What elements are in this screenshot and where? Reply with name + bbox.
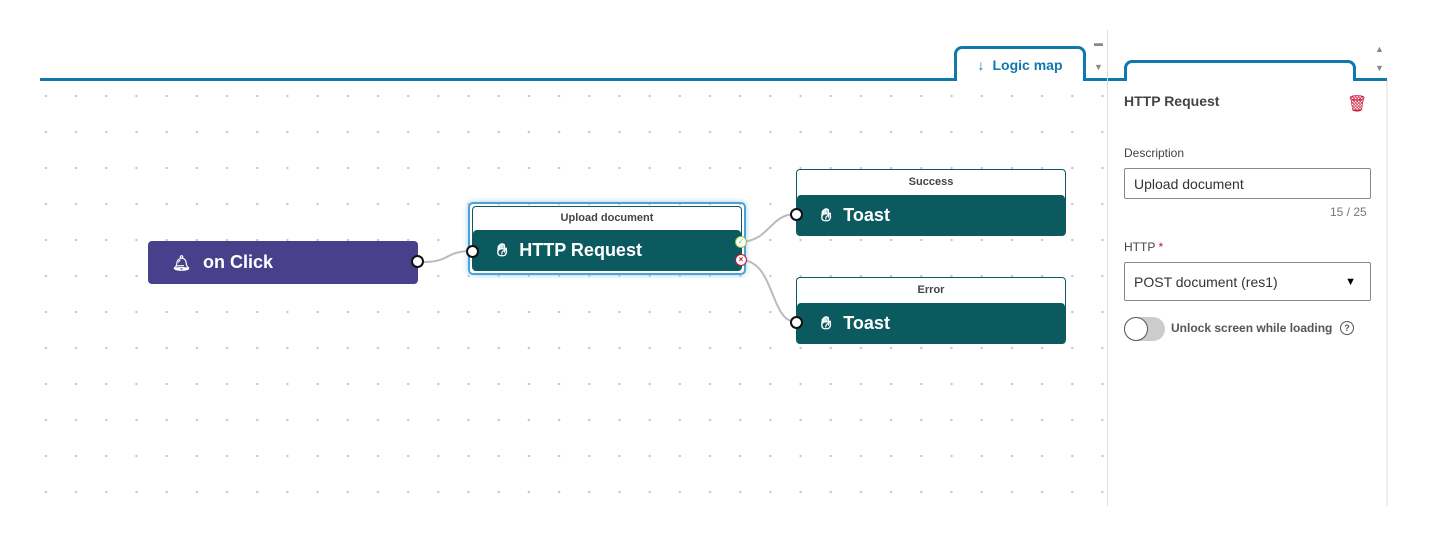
description-input[interactable]: Upload document [1124,168,1371,199]
hand-icon: ✋︎ [497,240,508,260]
wire-trigger-http [423,250,473,263]
panel-scroll-up-icon[interactable]: ▲ [1375,44,1384,54]
hand-icon: ✋︎ [821,313,832,333]
trigger-node[interactable]: 🔔︎ on Click [148,241,418,284]
connections [423,213,797,323]
properties-panel [1108,81,1388,506]
arrow-down-icon: ↓ [977,57,985,73]
tab-bar-line [40,78,1387,81]
toggle-label: Unlock screen while loading [1171,321,1333,335]
http-select[interactable]: POST document (res1) ▼ [1124,262,1371,301]
error-port-icon[interactable]: × [735,254,747,266]
http-input-port[interactable] [466,245,479,258]
trigger-output-port[interactable] [411,255,424,268]
success-port-icon[interactable]: ✓ [735,236,747,248]
panel-title: HTTP Request [1124,93,1220,109]
success-input-port[interactable] [790,208,803,221]
http-request-node[interactable]: Upload document ✋︎HTTP Request [468,202,746,275]
tab-panel[interactable] [1124,60,1356,81]
node-header: Error [917,284,945,296]
panel-scroll-down-icon[interactable]: ▼ [1375,63,1384,73]
help-icon[interactable]: ? [1340,321,1354,335]
error-toast-node[interactable]: Error ✋︎Toast [796,277,1066,344]
trash-icon[interactable]: 🗑︎ [1347,96,1368,113]
scroll-up-icon[interactable]: ▬ [1094,38,1103,48]
node-header: Upload document [560,212,654,224]
tab-logic-map[interactable]: ↓ Logic map [954,46,1086,81]
chevron-down-icon: ▼ [1345,275,1356,288]
description-label: Description [1124,146,1185,160]
scroll-down-icon[interactable]: ▼ [1094,62,1103,72]
unlock-toggle[interactable] [1124,317,1165,341]
success-toast-node[interactable]: Success ✋︎Toast [796,169,1066,236]
hand-icon: ✋︎ [821,205,832,225]
wire-success [741,213,797,243]
http-label: HTTP * [1124,240,1164,254]
char-count: 15 / 25 [1330,205,1367,219]
error-input-port[interactable] [790,316,803,329]
bell-icon: 🔔︎ [172,254,192,272]
node-header: Success [908,176,954,188]
divider [1107,30,1108,506]
wire-error [741,259,797,323]
